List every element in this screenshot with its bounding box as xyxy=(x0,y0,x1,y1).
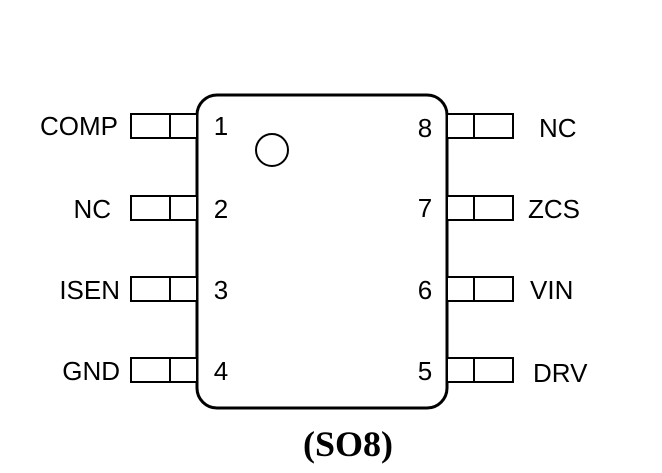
pin-6-name: VIN xyxy=(530,275,573,305)
right-pin-8-lead xyxy=(446,113,514,139)
pin-7-number: 7 xyxy=(418,193,432,223)
pin-4-name: GND xyxy=(62,356,120,386)
left-pin-3-lead xyxy=(130,276,198,302)
ic-package-body xyxy=(195,93,449,410)
pin1-indicator-dot xyxy=(255,133,289,167)
right-pin-7-lead xyxy=(446,195,514,221)
pin-6-number: 6 xyxy=(418,275,432,305)
left-pin-4-lead xyxy=(130,357,198,383)
pin-2-name: NC xyxy=(73,194,111,224)
pin-8-name: NC xyxy=(539,113,577,143)
pin-1-name: COMP xyxy=(40,111,118,141)
pin-2-number: 2 xyxy=(214,194,228,224)
pin-3-number: 3 xyxy=(214,275,228,305)
right-pin-5-lead xyxy=(446,357,514,383)
package-label: (SO8) xyxy=(303,424,393,464)
pin-7-name: ZCS xyxy=(528,194,580,224)
left-pin-1-lead xyxy=(130,113,198,139)
pin-5-number: 5 xyxy=(418,356,432,386)
right-pin-6-lead xyxy=(446,276,514,302)
pin-3-name: ISEN xyxy=(59,275,120,305)
pin-1-number: 1 xyxy=(214,111,228,141)
left-pin-2-lead xyxy=(130,195,198,221)
pin-5-name: DRV xyxy=(533,358,588,388)
pin-8-number: 8 xyxy=(418,113,432,143)
pin-4-number: 4 xyxy=(214,356,228,386)
